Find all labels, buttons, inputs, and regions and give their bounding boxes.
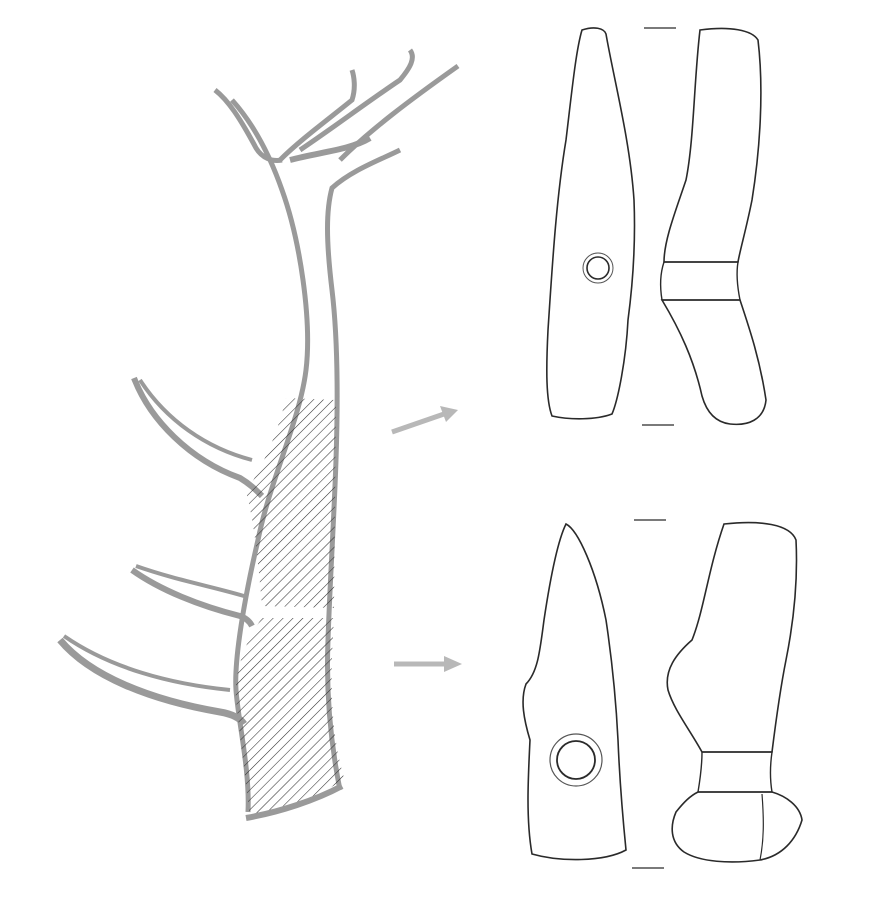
axe-lower-front-view bbox=[523, 524, 626, 860]
axe-upper-shaft-hole bbox=[587, 257, 609, 279]
axe-upper-side-view bbox=[664, 28, 761, 262]
antler-crown-tine-3 bbox=[300, 50, 412, 150]
arrow-lower bbox=[394, 656, 462, 672]
antler-tine-middle bbox=[132, 570, 252, 626]
antler-axe-upper bbox=[547, 28, 766, 425]
antler-hatched-section-lower bbox=[236, 618, 344, 820]
axe-lower-shaft-hole bbox=[557, 741, 595, 779]
arrow-upper bbox=[392, 406, 458, 432]
axe-upper-front-view bbox=[547, 28, 635, 419]
axe-lower-side-view bbox=[667, 523, 796, 752]
antler-beam-right bbox=[328, 150, 401, 790]
antler-hatched-section-upper bbox=[246, 398, 336, 608]
antler-axe-lower bbox=[523, 520, 802, 868]
antler-drawing bbox=[60, 50, 458, 820]
